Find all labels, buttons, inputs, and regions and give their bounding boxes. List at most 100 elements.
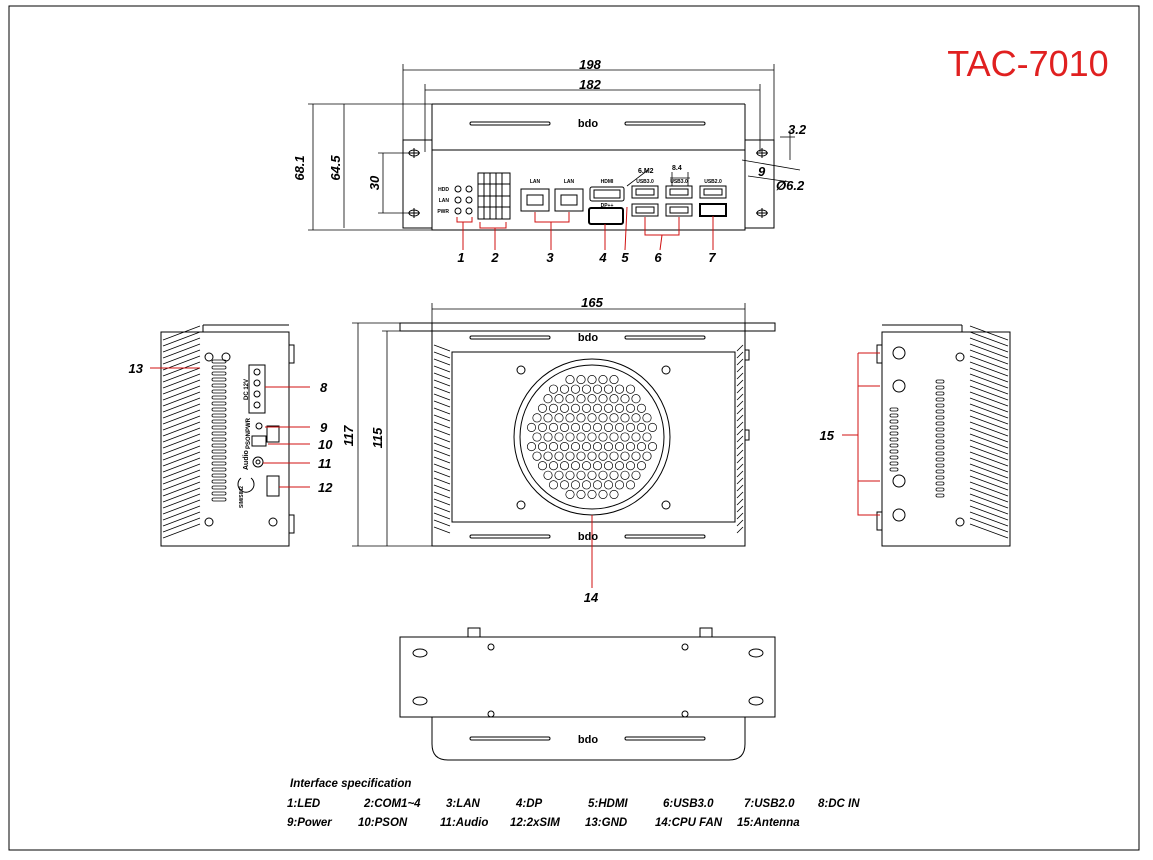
fan-hole [603,461,614,471]
cooling-fin [433,414,451,422]
cooling-fin [736,344,744,352]
cooling-fin [433,456,451,464]
top-fan-plate [451,351,736,523]
spec-item-14: 14:CPU FAN [655,817,723,829]
fan-hole [647,422,658,432]
cooling-fin [433,400,451,408]
cooling-fin [736,414,744,422]
cooling-fin [433,505,451,513]
side-fin [162,427,201,443]
fan-hole [565,413,575,423]
fan-hole [581,403,592,413]
vent-slot [211,455,227,460]
cooling-fin [433,526,451,534]
callout-5: 5 [621,250,629,265]
fan-hole [620,470,630,480]
spec-item-5: 5:HDMI [588,798,628,810]
side-fin [162,343,201,359]
vent-slot [211,365,227,370]
side-fin [162,361,201,377]
side-fin [969,325,1009,341]
fan-hole [537,461,548,471]
vent-slot [935,433,945,438]
fan-hole [543,413,553,423]
fan-hole [576,394,586,404]
side-fin [969,415,1009,431]
port-label-hdmi: HDMI [601,179,614,185]
fan-hole [609,375,619,385]
fan-hole [576,413,586,423]
spec-item-1: 1:LED [287,798,320,810]
fan-hole [537,442,548,452]
fan-hole [592,442,603,452]
fan-hole [603,422,614,432]
side-fin [162,331,201,347]
vent-slot [211,473,227,478]
fan-hole [609,470,619,480]
vent-slot [211,467,227,472]
side-fin [162,493,201,509]
fan-hole [526,422,537,432]
dim-height-body: 64.5 [328,155,343,181]
fan-hole [598,432,608,442]
side-fin [969,343,1009,359]
fan-hole [642,451,652,461]
fan-hole [532,432,542,442]
cooling-fin [433,358,451,366]
cooling-fin [433,435,451,443]
fan-hole [581,442,592,452]
fan-hole [620,394,630,404]
side-fin [969,379,1009,395]
fan-hole [631,451,641,461]
vent-slot [889,467,899,472]
fan-hole [636,461,647,471]
front-logo: bdo [578,118,598,130]
side-fin [969,385,1009,401]
spec-item-12: 12:2xSIM [510,817,560,829]
cooling-fin [736,505,744,513]
side-fin [969,511,1009,527]
fan-hole [592,480,603,490]
fan-hole [554,432,564,442]
fan-hole [548,461,559,471]
fan-hole [625,480,636,490]
fan-hole [625,384,636,394]
top-view [352,303,776,588]
side-fin [969,457,1009,473]
fan-hole [570,442,581,452]
fan-hole [609,413,619,423]
cooling-fin [736,463,744,471]
spec-item-13: 13:GND [585,817,627,829]
side-fin [162,457,201,473]
fan-hole [576,451,586,461]
vent-slot [211,401,227,406]
fan-hole [592,403,603,413]
cooling-fin [736,470,744,478]
fan-hole [581,422,592,432]
fan-hole [548,384,559,394]
vent-slot [889,449,899,454]
vent-slot [935,445,945,450]
vent-slot [935,493,945,498]
vent-slot [935,409,945,414]
spec-item-9: 9:Power [287,817,332,829]
side-fin [162,463,201,479]
dim-slot-width: 9 [758,164,766,179]
dim-height-outer: 68.1 [292,155,307,180]
vent-slot [889,455,899,460]
vent-slot [211,425,227,430]
front-view [308,64,801,251]
side-fin [162,433,201,449]
port-label-lan2: LAN [564,179,575,185]
fan-hole [598,375,608,385]
fan-hole [570,422,581,432]
fan-hole [581,384,592,394]
fan-hole [543,470,553,480]
cooling-fin [433,470,451,478]
side-fin [162,517,201,533]
front-left-tab [402,139,432,229]
spec-item-8: 8:DC IN [818,798,860,810]
spec-item-6: 6:USB3.0 [663,798,714,810]
cooling-fin [433,372,451,380]
